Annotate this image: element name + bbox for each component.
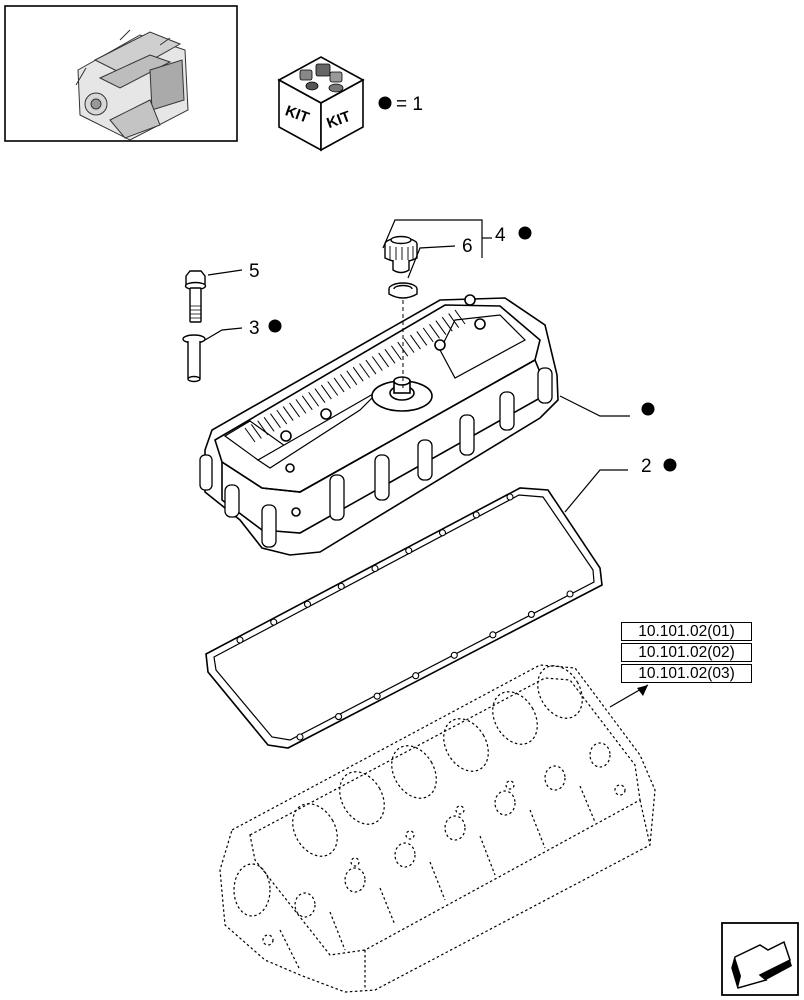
gasket-tab xyxy=(335,713,343,721)
reference-link-01[interactable]: 10.101.02(01) xyxy=(621,622,752,641)
gasket-tab xyxy=(337,582,345,590)
bolt-part-5 xyxy=(184,270,207,323)
kit-equals-label: = 1 xyxy=(396,94,423,115)
fin-line xyxy=(257,420,269,436)
cylinder-head-drawing xyxy=(219,664,656,993)
fin-line xyxy=(429,324,440,339)
fin-line xyxy=(378,352,390,368)
callout-3: 3 xyxy=(249,318,260,339)
fin-line xyxy=(340,374,351,389)
gasket-tab xyxy=(506,493,514,501)
spacer-part-3 xyxy=(182,334,206,383)
fin-line xyxy=(416,331,428,346)
reference-link-03[interactable]: 10.101.02(03) xyxy=(621,664,752,683)
fin-line xyxy=(403,338,415,353)
kit-marker-dot-3 xyxy=(268,319,282,333)
fin-line xyxy=(346,370,358,386)
fin-line xyxy=(282,406,294,421)
next-page-arrow-icon[interactable] xyxy=(721,922,799,996)
gasket-tab xyxy=(472,511,480,519)
reference-arrowhead xyxy=(637,685,648,696)
gasket-tab xyxy=(371,564,379,573)
fin-line xyxy=(454,309,466,325)
fin-line xyxy=(371,356,383,371)
fin-line xyxy=(352,366,364,382)
fin-line xyxy=(320,384,332,400)
valve-cover-fins xyxy=(244,309,466,443)
kit-marker-dot-2 xyxy=(663,458,677,472)
gasket-tab xyxy=(373,692,381,700)
gasket-tab xyxy=(489,631,497,639)
gasket-drawing xyxy=(205,487,603,749)
valve-cover-drawing xyxy=(199,294,559,556)
fin-line xyxy=(422,327,434,343)
kit-marker-dot-4 xyxy=(518,226,532,240)
gasket-tab xyxy=(296,733,304,741)
fin-line xyxy=(435,320,447,336)
fin-line xyxy=(250,424,262,439)
fin-line xyxy=(276,409,288,425)
gasket-tab xyxy=(405,547,413,555)
kit-box-icon xyxy=(277,56,365,152)
kit-marker-dot-cover xyxy=(641,402,655,416)
gasket-tab xyxy=(236,636,244,644)
fin-line xyxy=(295,399,307,414)
fin-line xyxy=(359,363,370,378)
callout-5: 5 xyxy=(249,261,260,282)
filler-cap-part-4 xyxy=(384,235,418,274)
gasket-tab xyxy=(438,529,447,537)
fin-line xyxy=(314,388,326,403)
gasket-tab xyxy=(566,590,574,598)
fin-line xyxy=(263,416,275,432)
gasket-tab xyxy=(412,672,420,680)
callout-2: 2 xyxy=(641,456,652,477)
callout-6: 6 xyxy=(462,236,473,257)
fin-line xyxy=(365,359,377,375)
seal-ring-part-6 xyxy=(388,282,418,299)
fin-line xyxy=(301,395,313,411)
fin-line xyxy=(441,316,453,332)
fin-line xyxy=(244,427,256,443)
gasket-tab xyxy=(303,600,312,608)
fin-line xyxy=(448,313,460,328)
gasket-tab xyxy=(270,618,278,626)
kit-marker-dot-icon xyxy=(378,96,392,110)
engine-thumbnail-icon[interactable] xyxy=(4,5,238,142)
fin-line xyxy=(327,381,339,396)
gasket-tabs xyxy=(236,493,574,741)
callout-4: 4 xyxy=(495,225,506,246)
fin-line xyxy=(270,413,281,428)
fin-line xyxy=(289,402,300,418)
fin-line xyxy=(384,349,396,364)
gasket-tab xyxy=(527,610,535,618)
fin-line xyxy=(308,391,320,407)
fin-line xyxy=(333,377,345,393)
reference-link-02[interactable]: 10.101.02(02) xyxy=(621,643,752,662)
gasket-tab xyxy=(450,651,458,659)
fin-line xyxy=(390,345,402,361)
fin-line xyxy=(410,334,421,350)
